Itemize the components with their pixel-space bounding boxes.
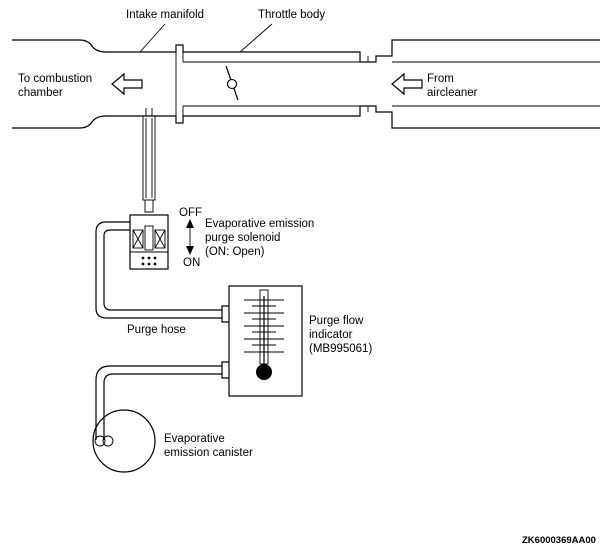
vacuum-tube [142, 108, 156, 213]
purge-hose-lower [95, 365, 222, 440]
off-label: OFF [179, 207, 202, 219]
evaporative-canister [92, 409, 156, 473]
purge-flow-indicator [221, 285, 303, 397]
intake-manifold-leader [139, 23, 166, 53]
figure-code: ZK6000369AA00 [522, 535, 596, 546]
purge-hose-label: Purge hose [127, 324, 186, 336]
indicator-label: Purge flow [309, 315, 364, 327]
solenoid-label: Evaporative emission [205, 218, 314, 230]
to-combustion-label: To combustion [18, 73, 92, 85]
to-combustion-label-line2: chamber [18, 87, 63, 99]
indicator-label-line2: indicator [309, 329, 353, 341]
purge-hose-upper [95, 221, 222, 319]
flow-arrow-left-icon [391, 72, 423, 96]
from-aircleaner-label: From [427, 73, 454, 85]
on-label: ON [183, 257, 200, 269]
solenoid-label-line3: (ON: Open) [205, 246, 265, 258]
solenoid-label-line2: purge solenoid [205, 232, 280, 244]
from-aircleaner-label-line2: aircleaner [427, 87, 478, 99]
canister-label: Evaporative [164, 433, 225, 445]
canister-label-line2: emission canister [164, 447, 253, 459]
intake-manifold-label: Intake manifold [126, 9, 204, 21]
intake-pipe [12, 39, 600, 129]
throttle-body-leader [239, 23, 273, 53]
throttle-body-label: Throttle body [258, 9, 325, 21]
off-on-arrow-icon [186, 219, 194, 255]
purge-solenoid [129, 214, 169, 270]
indicator-label-line3: (MB995061) [309, 343, 372, 355]
throttle-valve [225, 65, 239, 101]
flow-arrow-left-icon [111, 72, 143, 96]
